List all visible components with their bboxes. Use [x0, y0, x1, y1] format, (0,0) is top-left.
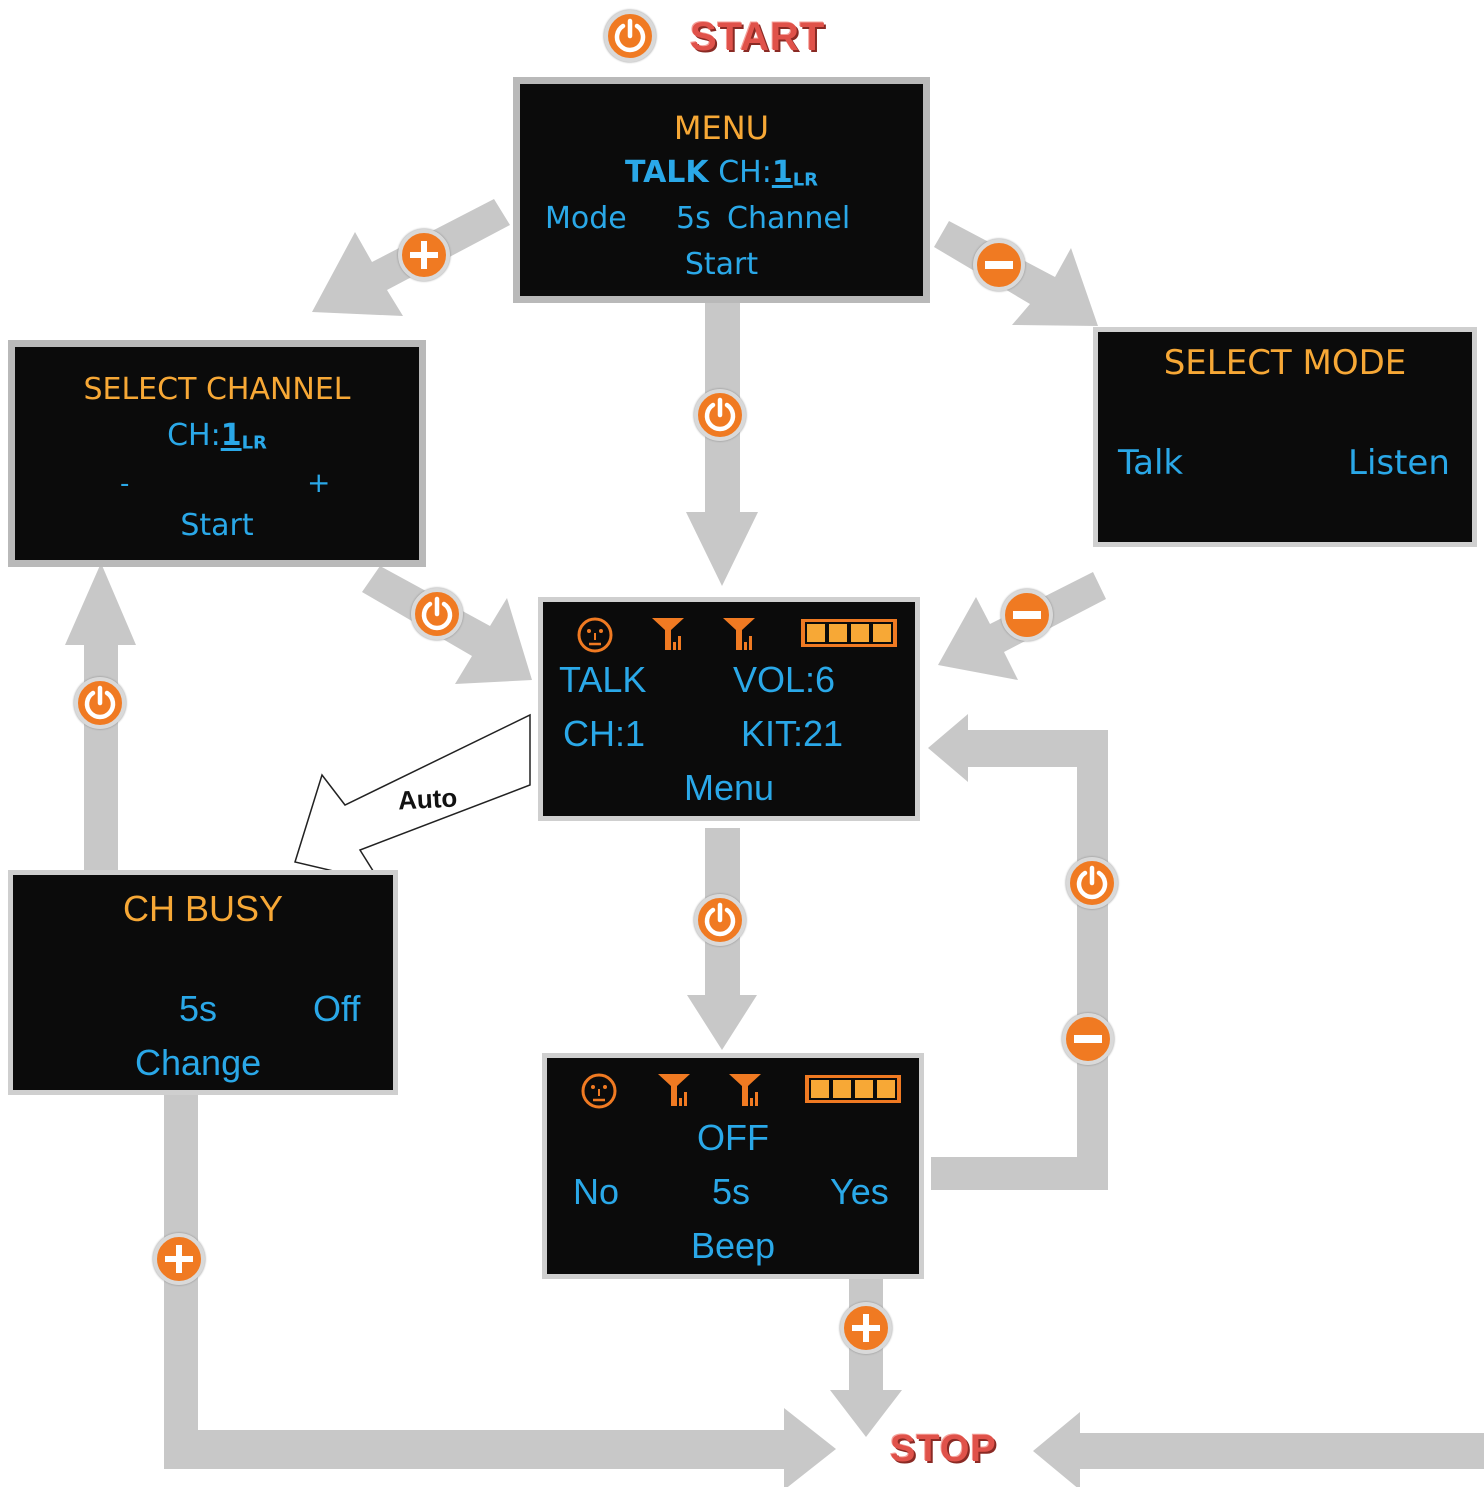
minus-button: [1001, 589, 1053, 641]
select-channel-plus: +: [307, 466, 331, 499]
arrow-ch-busy-to-stop: [164, 1092, 836, 1487]
minus-button: [1062, 1013, 1114, 1065]
status-mode: TALK: [559, 659, 647, 700]
ch-busy-off: Off: [313, 988, 361, 1029]
ch-busy-change: Change: [135, 1042, 262, 1083]
select-mode-talk: Talk: [1118, 443, 1184, 483]
antenna-icon: [723, 618, 755, 650]
power-button: [694, 894, 746, 946]
ch-busy-title: CH BUSY: [122, 888, 284, 929]
select-channel-ch-line: CH:1LR: [15, 421, 419, 453]
menu-start: Start: [684, 247, 759, 282]
select-mode-title: SELECT MODE: [1163, 343, 1407, 383]
select-channel-ch-prefix: CH:: [167, 418, 221, 453]
stop-label: STOP: [890, 1428, 997, 1470]
battery-icon: [801, 619, 897, 647]
antenna-icon: [652, 618, 684, 650]
arrow-right-to-stop: [1033, 1412, 1484, 1487]
off-screen: OFF No 5s Yes Beep: [542, 1053, 924, 1279]
menu-timer: 5s: [676, 201, 711, 236]
status-channel: CH:1: [563, 713, 646, 754]
minus-icon: [1074, 1035, 1102, 1043]
plus-button: [153, 1233, 205, 1285]
minus-icon: [985, 261, 1013, 269]
select-channel-screen: SELECT CHANNEL CH:1LR - + Start: [8, 340, 426, 567]
select-channel-title: SELECT CHANNEL: [83, 372, 351, 407]
status-kit: KIT:21: [741, 713, 844, 754]
plus-button: [398, 229, 450, 281]
battery-icon: [805, 1075, 901, 1103]
auto-label: Auto: [397, 782, 458, 816]
power-button: [411, 588, 463, 640]
start-power-button: [604, 10, 656, 62]
power-button: [1066, 857, 1118, 909]
arrow-off-to-stop: [830, 1276, 902, 1437]
auto-arrow: [294, 713, 531, 884]
off-timer: 5s: [712, 1171, 751, 1212]
select-mode-screen: SELECT MODE Talk Listen: [1093, 327, 1477, 547]
menu-mode: Mode: [545, 201, 627, 236]
off-yes: Yes: [830, 1171, 889, 1212]
select-mode-listen: Listen: [1348, 443, 1450, 483]
plus-icon: [410, 241, 438, 269]
menu-ch-prefix: CH:: [718, 155, 772, 190]
select-channel-ch-number: 1: [220, 418, 242, 453]
ch-busy-screen: CH BUSY 5s Off Change: [8, 870, 398, 1095]
status-volume: VOL:6: [733, 659, 836, 700]
select-channel-ch-suffix: LR: [241, 432, 267, 454]
ch-busy-timer: 5s: [179, 988, 218, 1029]
off-no: No: [573, 1171, 620, 1212]
minus-icon: [1013, 611, 1041, 619]
antenna-icon: [729, 1074, 761, 1106]
plus-button: [840, 1302, 892, 1354]
power-icon: [704, 397, 736, 432]
power-icon: [704, 902, 736, 937]
menu-screen: MENU TALK CH:1LR Mode 5s Channel Start: [513, 77, 930, 303]
plus-icon: [852, 1314, 880, 1342]
select-channel-start: Start: [180, 508, 254, 543]
arrow-off-to-status-loop: [928, 714, 1108, 1190]
menu-ch-suffix: LR: [792, 169, 819, 191]
face-icon: [581, 1073, 617, 1109]
power-icon: [84, 685, 116, 720]
minus-button: [973, 239, 1025, 291]
face-icon: [577, 617, 613, 653]
start-label: START: [690, 15, 826, 59]
off-title: OFF: [697, 1117, 769, 1158]
menu-talk: TALK: [624, 155, 709, 190]
status-menu: Menu: [683, 767, 775, 808]
off-beep: Beep: [690, 1225, 776, 1266]
menu-talk-channel-line: TALK CH:1LR: [520, 158, 923, 190]
antenna-icon: [658, 1074, 690, 1106]
status-screen: TALK VOL:6 CH:1 KIT:21 Menu: [538, 597, 920, 821]
menu-channel: Channel: [727, 201, 851, 236]
power-button: [694, 389, 746, 441]
power-icon: [614, 18, 646, 53]
plus-icon: [165, 1245, 193, 1273]
select-channel-minus: -: [120, 469, 130, 499]
menu-title: MENU: [673, 109, 770, 147]
power-button: [74, 677, 126, 729]
menu-ch-number: 1: [771, 155, 793, 190]
power-icon: [421, 596, 453, 631]
power-icon: [1076, 865, 1108, 900]
